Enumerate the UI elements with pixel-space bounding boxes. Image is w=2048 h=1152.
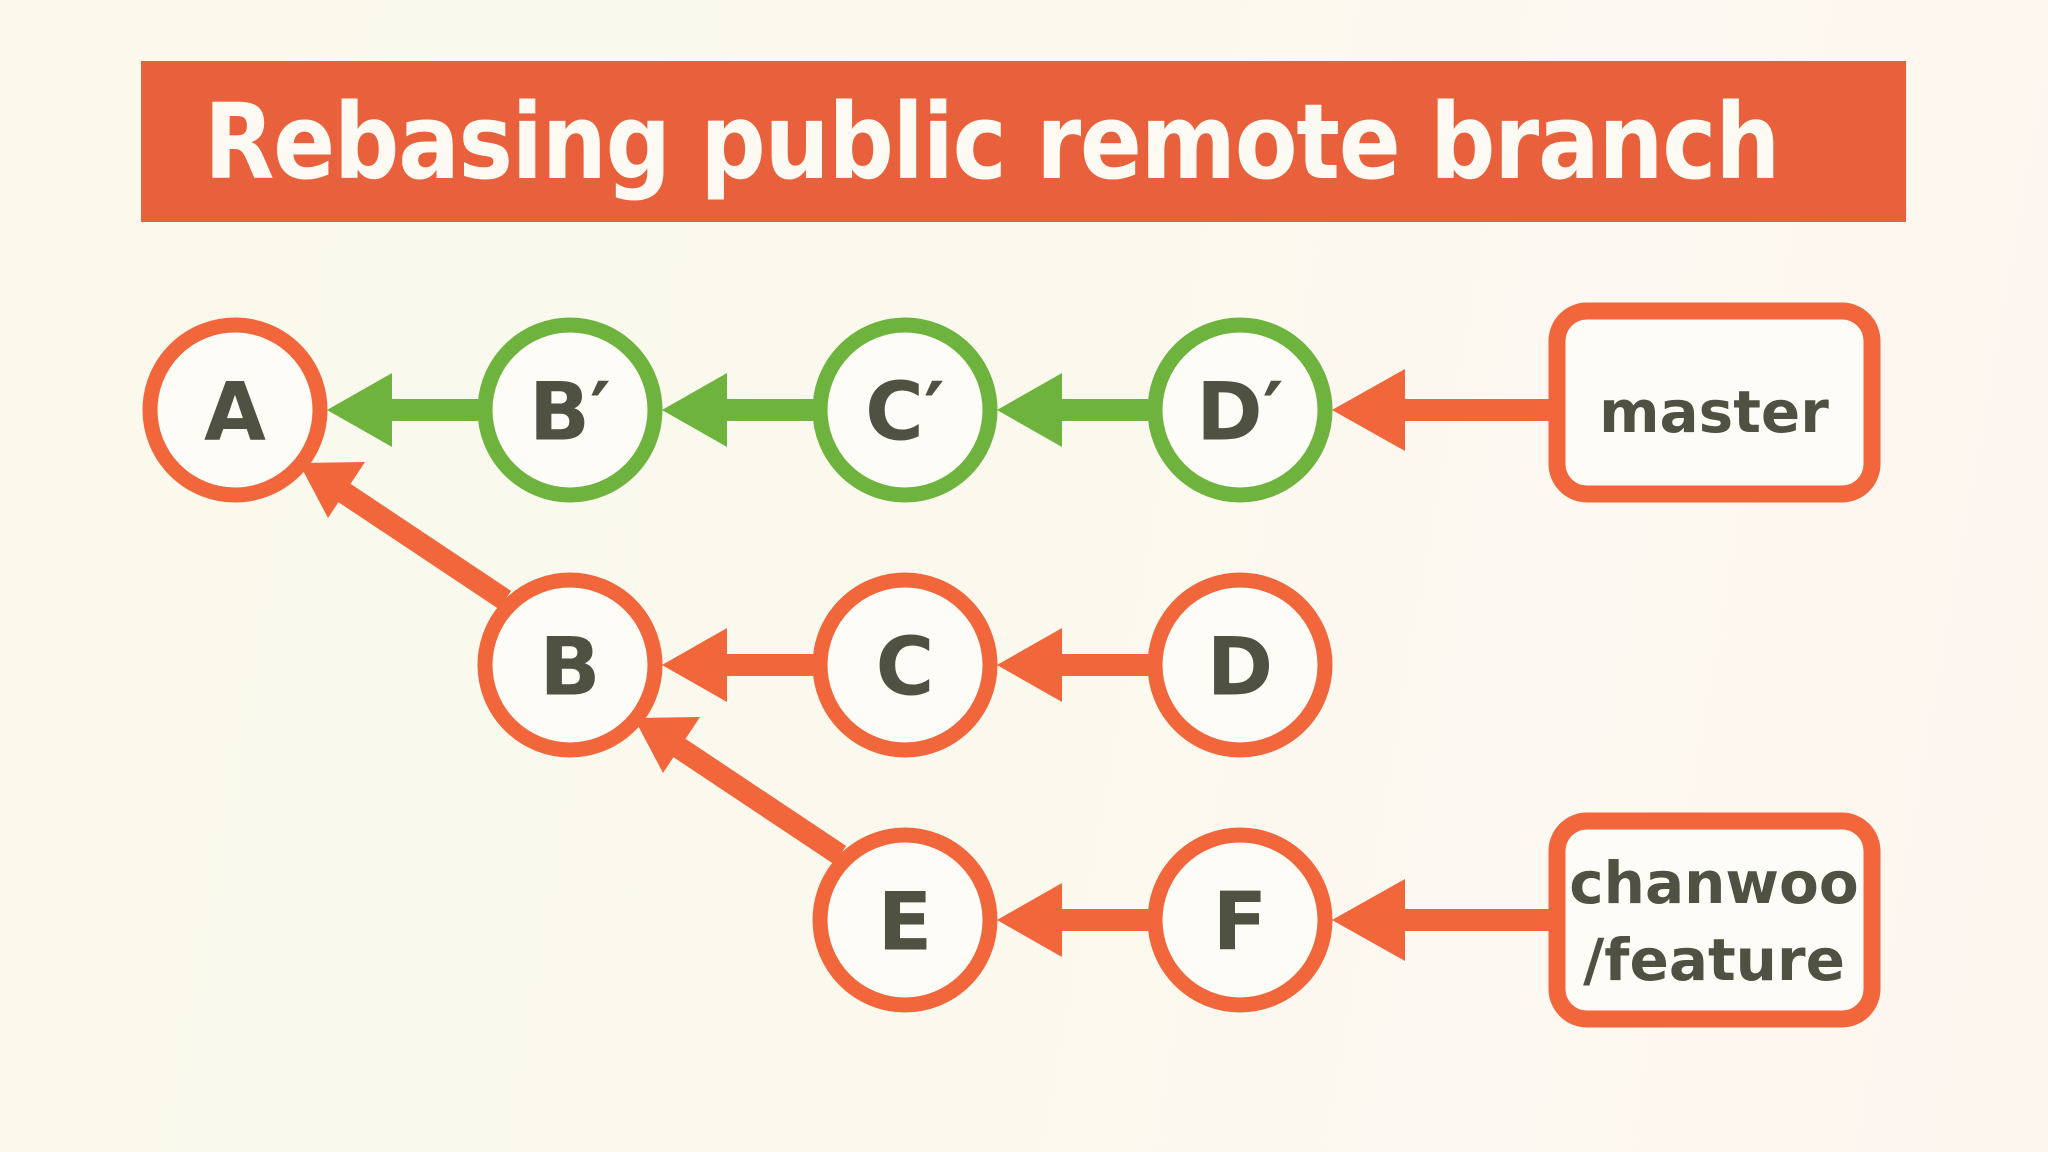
commit-node-B-label: B [540,621,601,714]
commit-node-E[interactable]: E [812,827,998,1013]
branch-ref-chanwoo-feature-line2: /feature [1583,926,1845,994]
commit-node-D[interactable]: D [1147,572,1333,758]
edge-B-to-A [299,462,512,610]
commit-node-B[interactable]: B [477,572,663,758]
edge-layer [299,369,1549,961]
commit-node-Bprime[interactable]: B′ [477,317,663,503]
commit-node-C-label: C [876,621,935,714]
commit-node-E-label: E [878,876,933,969]
commit-node-A-label: A [204,366,266,459]
commit-node-Bprime-label: B′ [529,366,611,459]
commit-node-C[interactable]: C [812,572,998,758]
page-title: Rebasing public remote branch [204,80,1780,203]
edge-chanwoo-to-F [1332,879,1549,961]
commit-node-Cprime[interactable]: C′ [812,317,998,503]
commit-node-Dprime-label: D′ [1196,366,1284,459]
commit-node-F-label: F [1213,876,1268,969]
commit-node-A[interactable]: A [142,317,328,503]
branch-ref-chanwoo-feature[interactable]: chanwoo /feature [1548,812,1881,1028]
edge-F-to-E [997,883,1148,957]
commit-node-Cprime-label: C′ [865,366,945,459]
edge-master-to-Dprime [1332,369,1549,451]
commit-node-D-label: D [1207,621,1273,714]
edge-Dprime-to-Cprime [997,373,1148,447]
edge-E-to-B [634,717,847,865]
commit-node-Dprime[interactable]: D′ [1147,317,1333,503]
edge-C-to-B [662,628,813,702]
title-banner: Rebasing public remote branch [141,61,1906,222]
branch-ref-master-label: master [1599,378,1829,446]
branch-ref-chanwoo-feature-line1: chanwoo [1569,849,1858,917]
edge-Cprime-to-Bprime [662,373,813,447]
commit-node-F[interactable]: F [1147,827,1333,1013]
edge-Bprime-to-A [327,373,478,447]
edge-D-to-C [997,628,1148,702]
branch-ref-master[interactable]: master [1548,302,1881,503]
